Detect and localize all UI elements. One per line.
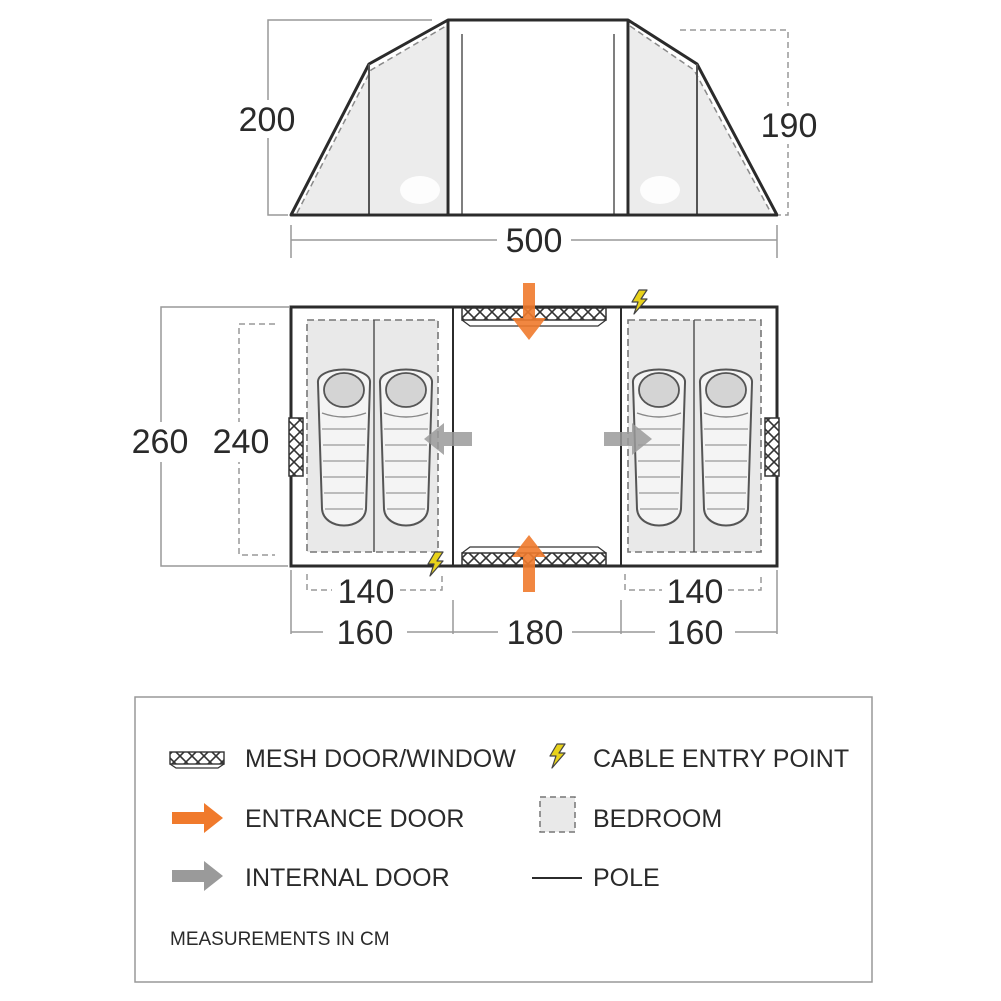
section-width-left: 160 (337, 614, 394, 652)
elevation-right-panel (630, 26, 771, 213)
entrance-arrow-top (512, 283, 546, 340)
legend-bedroom-icon (539, 796, 576, 833)
legend-cable-label: CABLE ENTRY POINT (593, 745, 849, 773)
section-width-center: 180 (507, 614, 564, 652)
legend-mesh-label: MESH DOOR/WINDOW (245, 745, 516, 773)
internal-arrow-right (604, 423, 652, 455)
elevation-width: 500 (506, 222, 563, 260)
entrance-arrow-bottom (512, 535, 546, 592)
sleeping-bag-icon (698, 368, 754, 527)
legend-pole-label: POLE (593, 864, 660, 892)
legend-bedroom-label: BEDROOM (593, 805, 722, 833)
mesh-window-right (764, 417, 780, 477)
legend-mesh-icon (169, 751, 225, 769)
legend-internal-icon (172, 861, 223, 891)
sleeping-bag-icon (378, 368, 434, 527)
elevation-left-panel (297, 26, 446, 213)
bedroom-width-left: 140 (338, 573, 395, 611)
legend-measurements-note: MEASUREMENTS IN CM (170, 929, 390, 950)
legend-entrance-label: ENTRANCE DOOR (245, 805, 464, 833)
internal-arrow-left (424, 423, 472, 455)
legend-box (134, 696, 873, 983)
floor-depth-bedroom: 240 (213, 423, 270, 461)
floor-plan: 260 240 140 140 160 180 160 (126, 283, 780, 652)
elevation-height-right: 190 (761, 107, 818, 145)
elevation-height-left: 200 (239, 101, 296, 139)
bedroom-width-right: 140 (667, 573, 724, 611)
legend: MESH DOOR/WINDOW CABLE ENTRY POINT ENTRA… (134, 696, 873, 983)
section-width-right: 160 (667, 614, 724, 652)
legend-entrance-icon (172, 803, 223, 833)
side-elevation: 200 190 500 (232, 18, 824, 260)
mesh-window-left (288, 417, 304, 477)
sleeping-bag-icon (316, 368, 372, 527)
legend-internal-label: INTERNAL DOOR (245, 864, 450, 892)
floor-depth-outer: 260 (132, 423, 189, 461)
